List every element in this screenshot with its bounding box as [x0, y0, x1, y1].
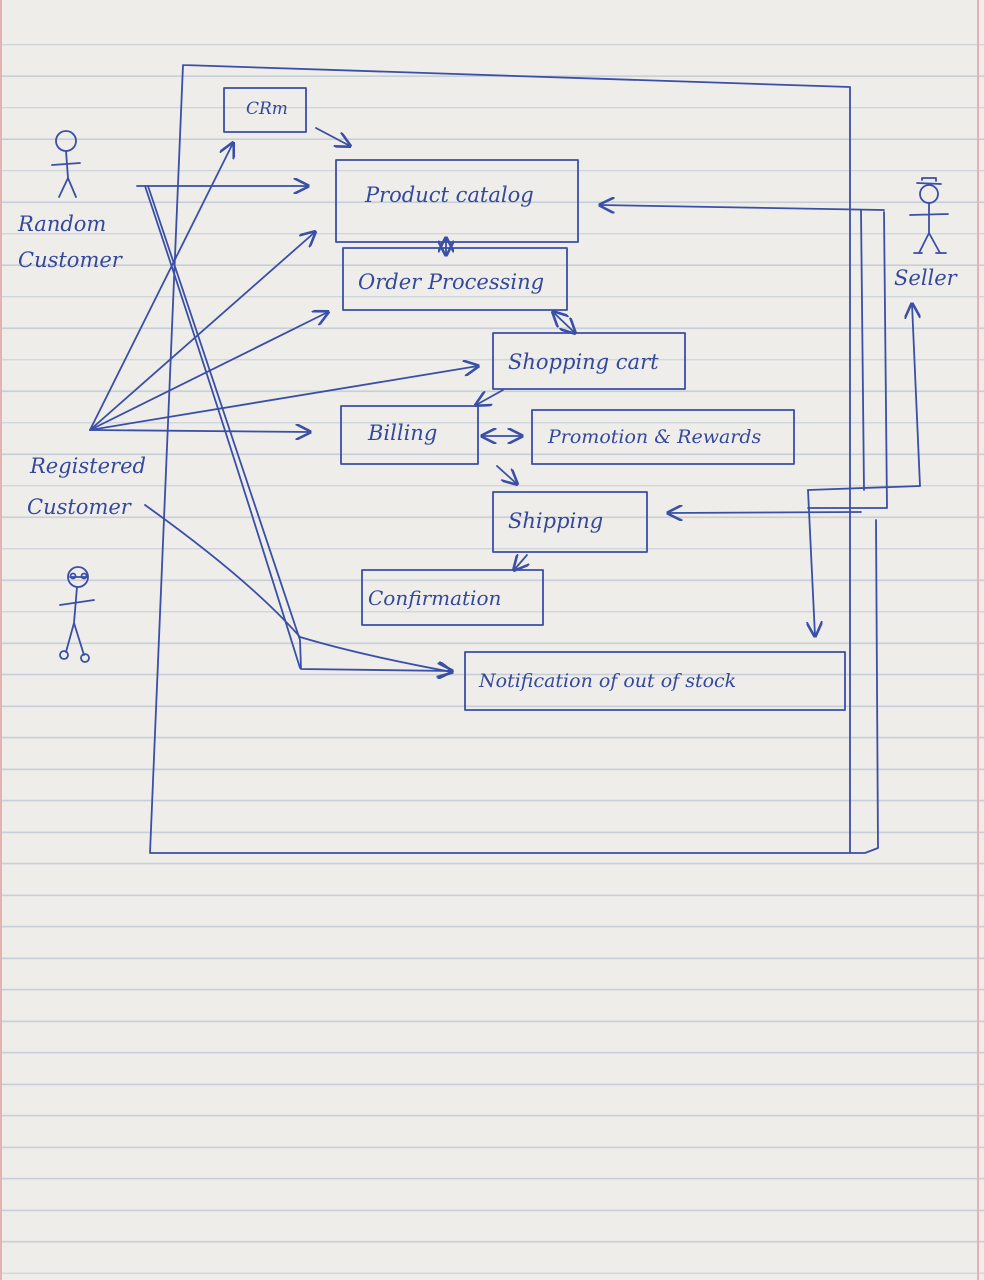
- confirmation-label: Confirmation: [368, 586, 502, 610]
- cart-billing-arrow: [476, 389, 504, 405]
- crm-label: CRm: [246, 99, 288, 119]
- billing-box: [340, 405, 479, 465]
- order-cart-arrow: [553, 312, 575, 333]
- shipping-box: [492, 491, 648, 553]
- crm-box: [223, 87, 307, 133]
- product-catalog-label: Product catalog: [365, 183, 534, 207]
- shopping-cart-box: [492, 332, 686, 390]
- notification-box: [464, 651, 846, 711]
- seller-figure: [909, 177, 949, 254]
- seller-label: Seller: [894, 266, 957, 290]
- registered-customer-figure: [59, 566, 95, 663]
- random-customer-label-line2: Customer: [18, 248, 122, 272]
- random-customer-label-line1: Random: [18, 212, 107, 236]
- margin-line-right: [977, 0, 979, 1280]
- order-processing-box: [342, 247, 568, 311]
- registered-customer-label-line1: Registered: [30, 454, 146, 478]
- shipping-label: Shipping: [508, 509, 604, 533]
- margin-line-left: [0, 0, 2, 1280]
- seller-associations: [600, 205, 921, 636]
- random-customer-figure: [51, 130, 81, 198]
- system-boundary: [149, 64, 879, 854]
- billing-label: Billing: [368, 421, 438, 445]
- promotion-rewards-box: [531, 409, 795, 465]
- order-processing-label: Order Processing: [358, 270, 545, 294]
- customer-associations: [89, 143, 478, 672]
- crm-to-catalog-arrow: [315, 127, 350, 146]
- shipping-confirmation-arrow: [514, 555, 527, 570]
- promotion-rewards-label: Promotion & Rewards: [548, 426, 762, 448]
- shopping-cart-label: Shopping cart: [508, 350, 659, 374]
- notification-label: Notification of out of stock: [479, 670, 737, 692]
- registered-customer-label-line2: Customer: [27, 495, 131, 519]
- product-catalog-box: [335, 159, 579, 243]
- billing-shipping-arrow: [496, 465, 517, 484]
- confirmation-box: [361, 569, 544, 626]
